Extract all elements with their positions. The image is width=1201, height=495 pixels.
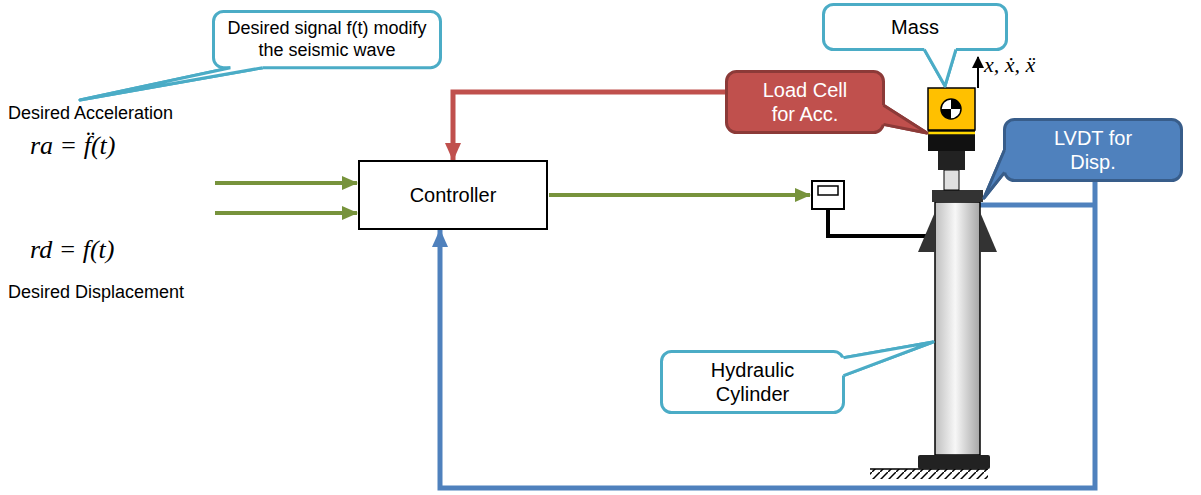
callout-load-cell: Load Cell for Acc.	[725, 70, 885, 134]
motion-arrow	[977, 57, 979, 88]
command-arrow	[549, 193, 810, 197]
lvdt-wire	[980, 203, 1097, 208]
controller-box: Controller	[358, 160, 548, 230]
node-text: LVDT for Disp.	[1052, 126, 1134, 174]
mass-block	[928, 88, 975, 130]
input-arrow	[215, 181, 357, 185]
state-variables: x, ẋ, ẍ	[984, 52, 1035, 78]
servo-valve	[812, 181, 935, 236]
acc-feedback	[453, 92, 725, 160]
hydraulic-cylinder	[918, 170, 997, 469]
node-text: Mass	[891, 15, 939, 39]
signal-formula: rd = f(t)	[30, 234, 114, 265]
input-arrow	[215, 211, 357, 215]
callout-cylinder: Hydraulic Cylinder	[660, 350, 845, 414]
callout-note: Desired signal f(t) modify the seismic w…	[212, 10, 442, 69]
node-text: Controller	[410, 183, 497, 207]
callout-lvdt: LVDT for Disp.	[1003, 118, 1183, 182]
callout-mass: Mass	[822, 3, 1008, 51]
ground	[870, 469, 988, 479]
node-text: Hydraulic Cylinder	[698, 358, 808, 406]
node-text: Load Cell for Acc.	[755, 78, 855, 126]
signal-name: Desired Acceleration	[8, 103, 173, 125]
signal-formula: ra = f̈(t)	[30, 130, 115, 161]
node-text: Desired signal f(t) modify the seismic w…	[220, 18, 434, 61]
signal-name: Desired Displacement	[8, 282, 184, 304]
load-cell	[928, 130, 975, 170]
